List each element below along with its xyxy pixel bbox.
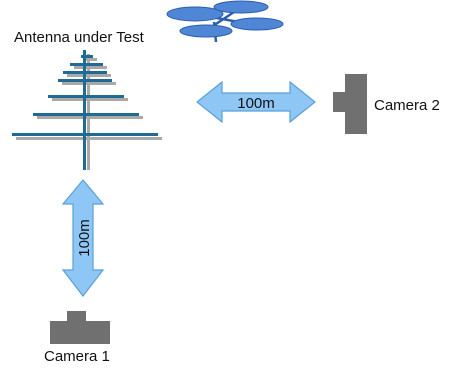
antenna-icon [12,50,162,170]
horizontal-distance-arrow [196,80,316,124]
vertical-distance-label: 100m [76,219,93,257]
camera-1-label: Camera 1 [44,348,110,365]
antenna-title: Antenna under Test [14,29,144,46]
camera-2-icon [333,74,367,134]
horizontal-distance-label: 100m [237,95,275,112]
drone-icon [166,0,284,43]
vertical-distance-arrow [61,179,105,297]
camera-2-label: Camera 2 [374,97,440,114]
camera-1-icon [50,311,110,344]
